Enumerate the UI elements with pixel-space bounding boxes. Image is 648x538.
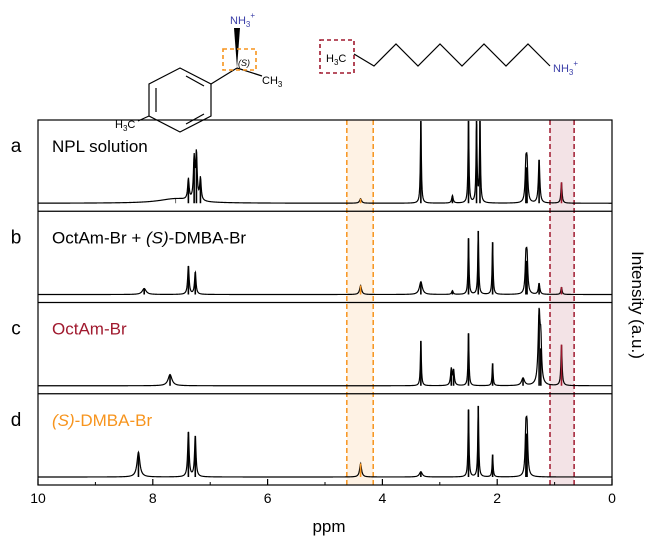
alkyl-chain [353, 43, 551, 67]
x-tick-label-1: 8 [149, 490, 157, 506]
dmba-structure: NH3+ (S) CH3 H3C [115, 11, 283, 133]
plot-area: 10 8 6 4 2 0 a NPL solution b OctAm-Br + (S)-DMBA… [11, 119, 616, 506]
panel-letter-c: c [11, 319, 21, 340]
series-label-b: OctAm-Br + (S)-DMBA-Br [52, 228, 246, 247]
wedge-bond [234, 28, 240, 68]
spectrum-d [38, 407, 612, 478]
stereo-label: (S) [238, 58, 250, 68]
amine-label: NH3+ [230, 11, 255, 29]
octam-structure: H3C NH3+ [319, 39, 578, 77]
spectrum-b [38, 231, 612, 296]
spectrum-a [38, 120, 612, 204]
methyl-label: H3C [326, 53, 346, 67]
benzene-ring [148, 67, 212, 133]
x-tick-label-4: 2 [493, 490, 501, 506]
methyl-ring-label: H3C [115, 119, 135, 133]
x-tick-label-2: 6 [264, 490, 272, 506]
panel-letter-a: a [11, 136, 22, 157]
methyl-box [319, 39, 355, 74]
octam-amine-label: NH3+ [553, 59, 578, 77]
x-tick-label-0: 10 [30, 490, 46, 506]
x-tick-label-5: 0 [608, 490, 616, 506]
series-label-d: (S)-DMBA-Br [52, 411, 152, 430]
panel-letter-d: d [11, 410, 22, 431]
y-axis-label: Intensity (a.u.) [628, 251, 647, 359]
spectrum-c [38, 307, 612, 387]
x-axis-label: ppm [312, 517, 345, 536]
panel-letter-b: b [11, 227, 22, 248]
series-label-c: OctAm-Br [52, 320, 127, 339]
stereocenter-box [222, 48, 257, 71]
methyl-right-label: CH3 [262, 75, 283, 89]
series-label-a: NPL solution [52, 137, 148, 156]
x-tick-label-3: 4 [379, 490, 387, 506]
